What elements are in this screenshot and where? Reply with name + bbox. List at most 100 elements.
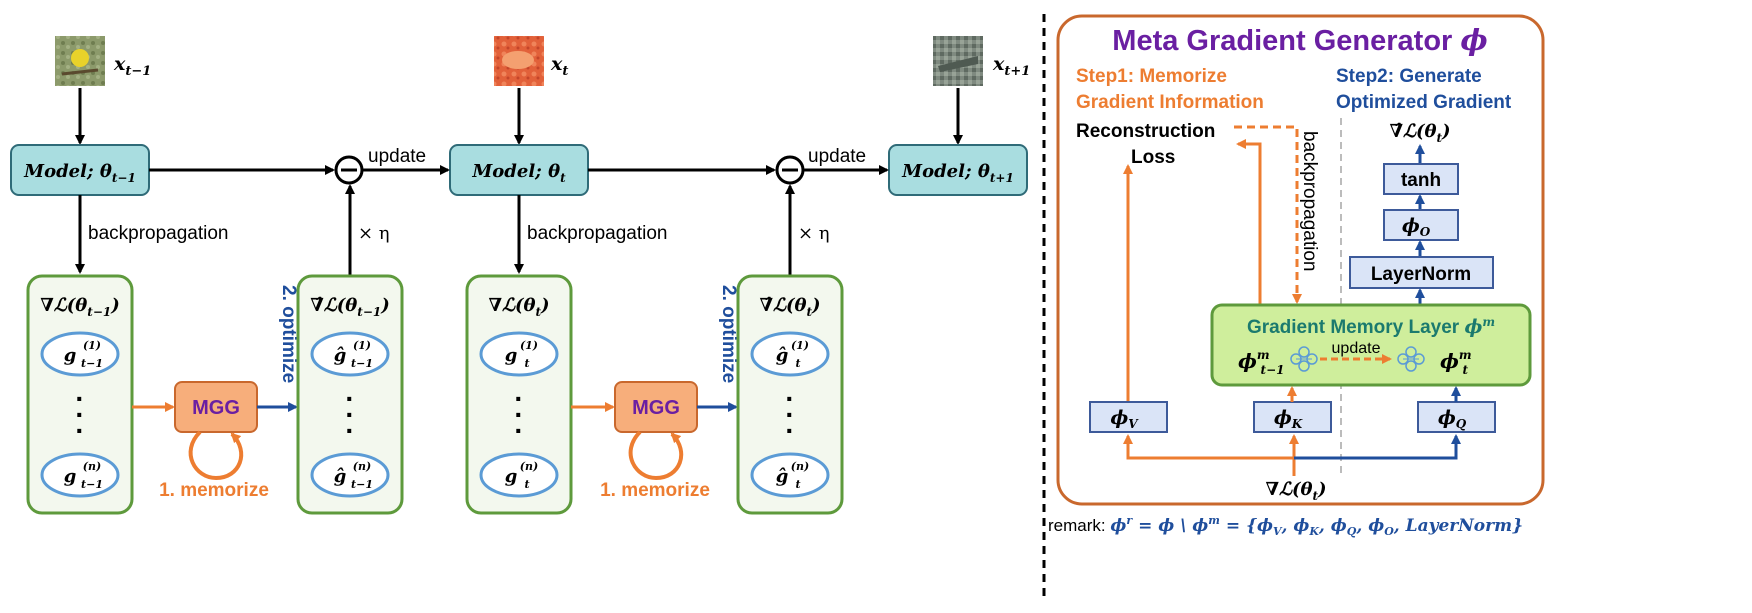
gradient-cell-sub-2: t [524, 357, 529, 370]
gradient-cell-first-2 [479, 331, 559, 377]
gradient-box-t: ∇ℒ(θt) g (1) t · · · g (n) t [465, 274, 573, 515]
update-label-1: update [368, 146, 426, 167]
memorize-loop-2 [628, 430, 684, 481]
step1-line1: Step1: Memorize [1076, 66, 1227, 87]
optimized-cell-label-2: ĝ [776, 345, 789, 366]
recon-line2: Loss [1131, 147, 1175, 168]
neural-net-icon [1397, 346, 1425, 372]
arrow-input-to-phiq [1294, 434, 1461, 460]
gradient-box-t-minus-1: ∇ℒ(θt−1) g (1) t−1 · · · g (n) t−1 [26, 274, 134, 515]
arrow-input-to-phiv [1123, 434, 1294, 460]
remark-line: remark: ϕr = ϕ \ ϕm = {ϕV, ϕK, ϕQ, ϕO, L… [1048, 514, 1523, 538]
neural-net-icon [1290, 346, 1318, 372]
gradient-cell-sup-1: (1) [83, 339, 101, 352]
step1-line2: Gradient Information [1076, 92, 1264, 113]
backprop-label-2: backpropagation [527, 223, 668, 244]
model-box-t-plus-1: Model; θt+1 [888, 144, 1028, 196]
mgg-panel-title: Meta Gradient Generator ϕ [1112, 23, 1487, 57]
mgg-box-2: MGG [614, 381, 698, 433]
input-label-t: xt [550, 53, 568, 79]
optimized-cell-sub-n2: t [795, 478, 800, 491]
output-gradient-label: ∇̂ℒ(θt) [1389, 121, 1450, 145]
ellipsis-dot: · [514, 399, 523, 430]
layernorm-box: LayerNorm [1349, 256, 1494, 289]
step2-line2: Optimized Gradient [1336, 92, 1512, 113]
optimized-box-t-minus-1: ∇̂ℒ(θt−1) ĝ (1) t−1 · · · ĝ (n) t−1 [296, 274, 404, 515]
ellipsis-dot: · [345, 415, 354, 446]
optimized-box-t: ∇̂ℒ(θt) ĝ (1) t · · · ĝ (n) t [736, 274, 844, 515]
optimized-cell-last-1 [310, 452, 390, 498]
optimize-label-1: 2. optimize [278, 285, 299, 383]
model-box-t-minus-1: Model; θt−1 [10, 144, 150, 196]
memory-update-label: update [1332, 340, 1381, 357]
phi-v-box: ϕV [1089, 401, 1168, 433]
mgg-detail-panel: Meta Gradient Generator ϕ Step1: Memoriz… [1056, 14, 1545, 506]
ellipsis-dot: · [785, 383, 794, 414]
mgg-box-1: MGG [174, 381, 258, 433]
memorize-label-2: 1. memorize [600, 480, 710, 501]
phi-q-label: ϕQ [1438, 407, 1467, 431]
optimized-cell-first-1 [310, 331, 390, 377]
panel-input-label: ∇ℒ(θt) [1265, 479, 1326, 503]
arrow-memory-to-loss [1236, 139, 1262, 305]
tanh-label: tanh [1401, 170, 1441, 191]
fish-icon [502, 51, 534, 69]
gradient-cell-sup-n2: (n) [520, 460, 538, 473]
optimized-cell-sup-n2: (n) [791, 460, 809, 473]
ellipsis-dot: · [75, 399, 84, 430]
optimized-cell-sub-2: t [795, 357, 800, 370]
gradient-cell-sub-n2: t [524, 478, 529, 491]
mgg-label-1: MGG [192, 397, 240, 419]
optimize-label-2: 2. optimize [718, 285, 739, 383]
input-image-t-minus-1 [55, 36, 105, 86]
phi-o-box: ϕO [1383, 209, 1459, 241]
layernorm-label: LayerNorm [1371, 264, 1471, 285]
ellipsis-dot: · [345, 383, 354, 414]
phi-k-box: ϕK [1253, 401, 1332, 433]
optimized-cell-label-n2: ĝ [776, 466, 789, 487]
ellipsis-dot: · [345, 399, 354, 430]
model-label-t-plus-1: Model; θt+1 [901, 161, 1014, 185]
ellipsis-dot: · [785, 415, 794, 446]
input-label-t-plus-1: xt+1 [992, 53, 1030, 79]
gradient-cell-last-1 [40, 452, 120, 498]
phi-q-box: ϕQ [1417, 401, 1496, 433]
ellipsis-dot: · [514, 415, 523, 446]
phi-k-label: ϕK [1274, 407, 1303, 431]
crocodile-icon [938, 56, 978, 72]
input-image-t-plus-1 [933, 36, 983, 86]
memorize-loop-1 [188, 430, 244, 481]
gradient-cell-label-n2: g [505, 466, 518, 487]
panel-backprop-label: backpropagation [1299, 131, 1320, 272]
input-image-t [494, 36, 544, 86]
gradient-cell-sub-1: t−1 [81, 357, 103, 370]
optimized-title-2: ∇̂ℒ(θt) [759, 295, 820, 319]
optimized-cell-label-n1: ĝ [334, 466, 347, 487]
memory-layer-title: Gradient Memory Layer ϕm [1247, 315, 1495, 338]
optimized-cell-first-2 [750, 331, 830, 377]
optimized-cell-sup-n1: (n) [353, 460, 371, 473]
optimized-cell-sub-1: t−1 [351, 357, 373, 370]
gradient-cell-sup-n1: (n) [83, 460, 101, 473]
model-box-t: Model; θt [449, 144, 589, 196]
mgg-label-2: MGG [632, 397, 680, 419]
subtract-node-2 [775, 155, 805, 185]
memorize-label-1: 1. memorize [159, 480, 269, 501]
gradient-cell-sub-n1: t−1 [81, 478, 103, 491]
gradient-title-1: ∇ℒ(θt−1) [40, 295, 120, 319]
scale-label-1: × η [358, 223, 390, 244]
backprop-dashed-arrow [1234, 125, 1302, 304]
gradient-cell-label-1: g [64, 345, 77, 366]
gradient-title-2: ∇ℒ(θt) [488, 295, 549, 319]
ellipsis-dot: · [514, 383, 523, 414]
scale-label-2: × η [798, 223, 830, 244]
model-label-t: Model; θt [471, 161, 566, 185]
optimized-title-1: ∇̂ℒ(θt−1) [310, 295, 390, 319]
tanh-box: tanh [1383, 163, 1459, 195]
gradient-cell-label-n1: g [64, 466, 77, 487]
optimized-cell-sup-1: (1) [353, 339, 371, 352]
subtract-node-1 [334, 155, 364, 185]
